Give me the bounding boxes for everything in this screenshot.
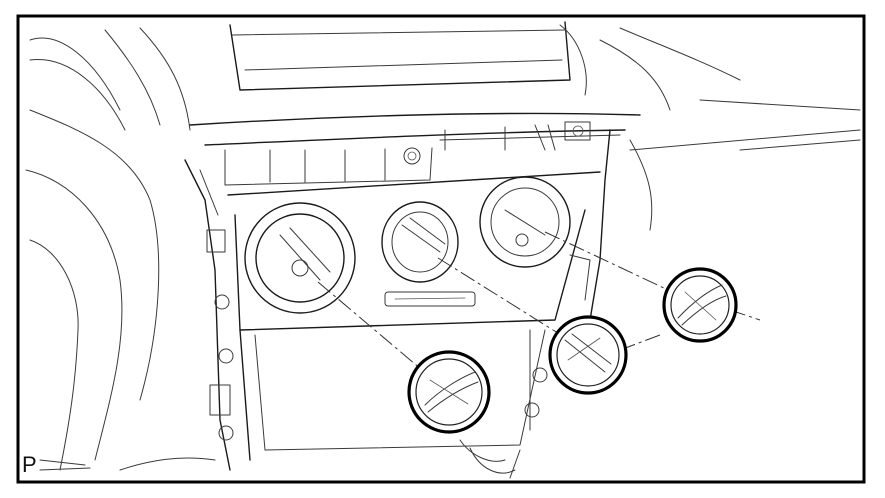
figure-corner-label: P	[22, 452, 37, 477]
knob-center	[548, 315, 628, 395]
knob-right	[662, 267, 738, 343]
dashboard-line-art	[25, 21, 861, 479]
knob-left	[407, 350, 491, 434]
